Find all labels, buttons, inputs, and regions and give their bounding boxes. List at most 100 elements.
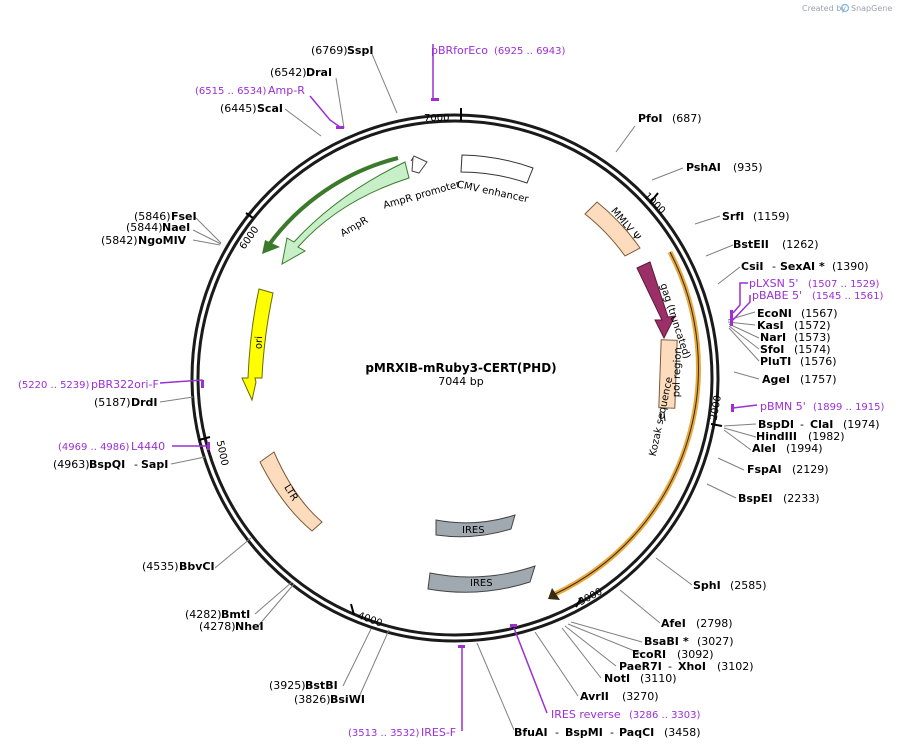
site-sexai-name: SexAI [780, 260, 815, 273]
primer-ires-reverse-range: (3286 .. 3303) [629, 710, 701, 721]
ori-feature[interactable] [241, 288, 274, 402]
site-bspqi-pos: (4963) [53, 458, 90, 471]
site-drdi[interactable]: (5187) DrdI [94, 396, 158, 409]
site-bsteii[interactable]: BstEII (1262) [733, 238, 819, 251]
site-pluti[interactable]: PluTI (1576) [760, 355, 837, 368]
site-drai[interactable]: (6542) DraI [270, 66, 332, 79]
tick-5000-label: 5000 [214, 440, 230, 467]
site-afei[interactable]: AfeI (2798) [661, 617, 733, 630]
site-bspqi-name: BspQI [89, 458, 125, 471]
site-bbvci[interactable]: (4535) BbvCI [142, 560, 215, 573]
site-sspi-name: SspI [347, 44, 373, 57]
ires-feature-2[interactable] [427, 565, 536, 593]
site-nari[interactable]: NarI (1573) [760, 331, 831, 344]
site-hindiii[interactable]: HindIII (1982) [756, 430, 845, 443]
backbone [190, 113, 720, 643]
gag-truncated-feature[interactable] [636, 261, 676, 340]
site-paqci-name: PaqCI [619, 726, 654, 739]
site-naei[interactable]: (5844) NaeI [126, 221, 190, 234]
site-bspei-name: BspEI [738, 492, 772, 505]
site-agei-name: AgeI [762, 373, 790, 386]
tick-2000-label: 2000 [709, 394, 724, 421]
site-sspi[interactable]: (6769) SspI [311, 44, 373, 57]
site-csii-name: CsiI [741, 260, 763, 273]
site-avrii-name: AvrII [580, 690, 609, 703]
site-kasi-name: KasI [757, 319, 784, 332]
site-drai-pos: (6542) [270, 66, 307, 79]
ampr-feature[interactable] [281, 161, 410, 265]
created-by-text: Created by [802, 4, 846, 13]
site-srfi[interactable]: SrfI (1159) [722, 210, 790, 223]
primer-amp-r[interactable]: (6515 .. 6534) Amp-R [195, 84, 305, 97]
ltr-feature[interactable] [259, 451, 323, 532]
site-pshai[interactable]: PshAI (935) [686, 161, 763, 174]
site-bfuai-bspmi-paqci[interactable]: BfuAI - BspMI - PaqCI (3458) [514, 726, 701, 739]
primer-ires-f[interactable]: (3513 .. 3532) IRES-F [348, 726, 456, 739]
site-bmti[interactable]: (4282) BmtI [185, 608, 250, 621]
primer-pbrforeco[interactable]: pBRforEco (6925 .. 6943) [431, 44, 566, 57]
site-kasi[interactable]: KasI (1572) [757, 319, 831, 332]
mmlv-psi-feature[interactable] [584, 201, 641, 257]
site-scai-name: ScaI [257, 102, 283, 115]
site-naei-pos: (5844) [126, 221, 163, 234]
site-sphi[interactable]: SphI (2585) [693, 579, 767, 592]
site-bspdi-clai[interactable]: BspDI - ClaI (1974) [758, 418, 880, 431]
site-nhei[interactable]: (4278) NheI [199, 620, 264, 633]
site-bsiwi[interactable]: (3826) BsiWI [294, 693, 365, 706]
site-bspqi-sapi[interactable]: (4963) BspQI - SapI [53, 458, 168, 471]
ires-feature-1[interactable] [435, 514, 516, 538]
site-bfuai-pos: (3458) [664, 726, 701, 739]
site-bsabi-star: * [683, 635, 689, 648]
site-agei[interactable]: AgeI (1757) [762, 373, 837, 386]
site-bbvci-pos: (4535) [142, 560, 179, 573]
snapgene-logo-icon [840, 3, 850, 13]
site-noti[interactable]: NotI (3110) [604, 672, 677, 685]
site-ecori[interactable]: EcoRI (3092) [632, 648, 714, 661]
site-alei-pos: (1994) [786, 442, 823, 455]
primer-pbr322ori-range: (5220 .. 5239) [18, 380, 90, 391]
primer-pbr322ori-f[interactable]: (5220 .. 5239) pBR322ori-F [18, 378, 159, 391]
site-fspai[interactable]: FspAI (2129) [747, 463, 829, 476]
tick-7000-label: 7000 [424, 113, 449, 124]
primer-plxsn-range: (1507 .. 1529) [808, 279, 880, 290]
site-alei[interactable]: AleI (1994) [752, 442, 823, 455]
site-sfoi-name: SfoI [760, 343, 784, 356]
pol-region-feature[interactable] [658, 339, 678, 409]
site-bsabi[interactable]: BsaBI * (3027) [644, 635, 734, 648]
tick-6000-label: 6000 [238, 225, 262, 252]
site-scai-pos: (6445) [220, 102, 257, 115]
site-avrii[interactable]: AvrII (3270) [580, 690, 659, 703]
primer-pbmn[interactable]: pBMN 5' (1899 .. 1915) [760, 400, 885, 413]
primer-pbmn-name: pBMN 5' [760, 400, 806, 413]
site-bspei[interactable]: BspEI (2233) [738, 492, 820, 505]
site-nhei-pos: (4278) [199, 620, 236, 633]
primer-l4440[interactable]: (4969 .. 4986) L4440 [58, 440, 165, 453]
site-bbvci-name: BbvCI [179, 560, 215, 573]
primer-ires-reverse-name: IRES reverse [551, 708, 621, 721]
site-scai[interactable]: (6445) ScaI [220, 102, 283, 115]
tick-3000-mark [575, 597, 582, 608]
ori-label: ori [254, 336, 266, 350]
site-hindiii-name: HindIII [756, 430, 797, 443]
primer-pbabe[interactable]: pBABE 5' (1545 .. 1561) [752, 289, 884, 302]
site-econi-name: EcoNI [757, 307, 792, 320]
site-srfi-name: SrfI [722, 210, 744, 223]
site-econi[interactable]: EcoNI (1567) [757, 307, 838, 320]
site-fsei[interactable]: (5846) FseI [134, 210, 197, 223]
kozak-mark-2 [663, 411, 666, 422]
primer-plxsn[interactable]: pLXSN 5' (1507 .. 1529) [749, 277, 880, 290]
primer-ires-reverse[interactable]: IRES reverse (3286 .. 3303) [551, 708, 701, 721]
ampr-label: AmpR [339, 215, 370, 239]
tick-6000-mark [245, 212, 254, 219]
site-paer7i-xhoi[interactable]: PaeR7I - XhoI (3102) [619, 660, 754, 673]
cmv-enhancer-feature[interactable] [460, 154, 534, 184]
orf-arc-outer-core [554, 251, 699, 595]
site-bstbi[interactable]: (3925) BstBI [269, 679, 338, 692]
site-ngomiv[interactable]: (5842) NgoMIV [101, 234, 187, 247]
site-bspdi-pos: (1974) [843, 418, 880, 431]
site-sfoi[interactable]: SfoI (1574) [760, 343, 831, 356]
site-fspai-name: FspAI [747, 463, 782, 476]
site-csii-sexai[interactable]: CsiI - SexAI * (1390) [741, 260, 869, 273]
ampr-promoter-arrow[interactable] [410, 155, 428, 174]
site-pfoi[interactable]: PfoI (687) [638, 112, 702, 125]
